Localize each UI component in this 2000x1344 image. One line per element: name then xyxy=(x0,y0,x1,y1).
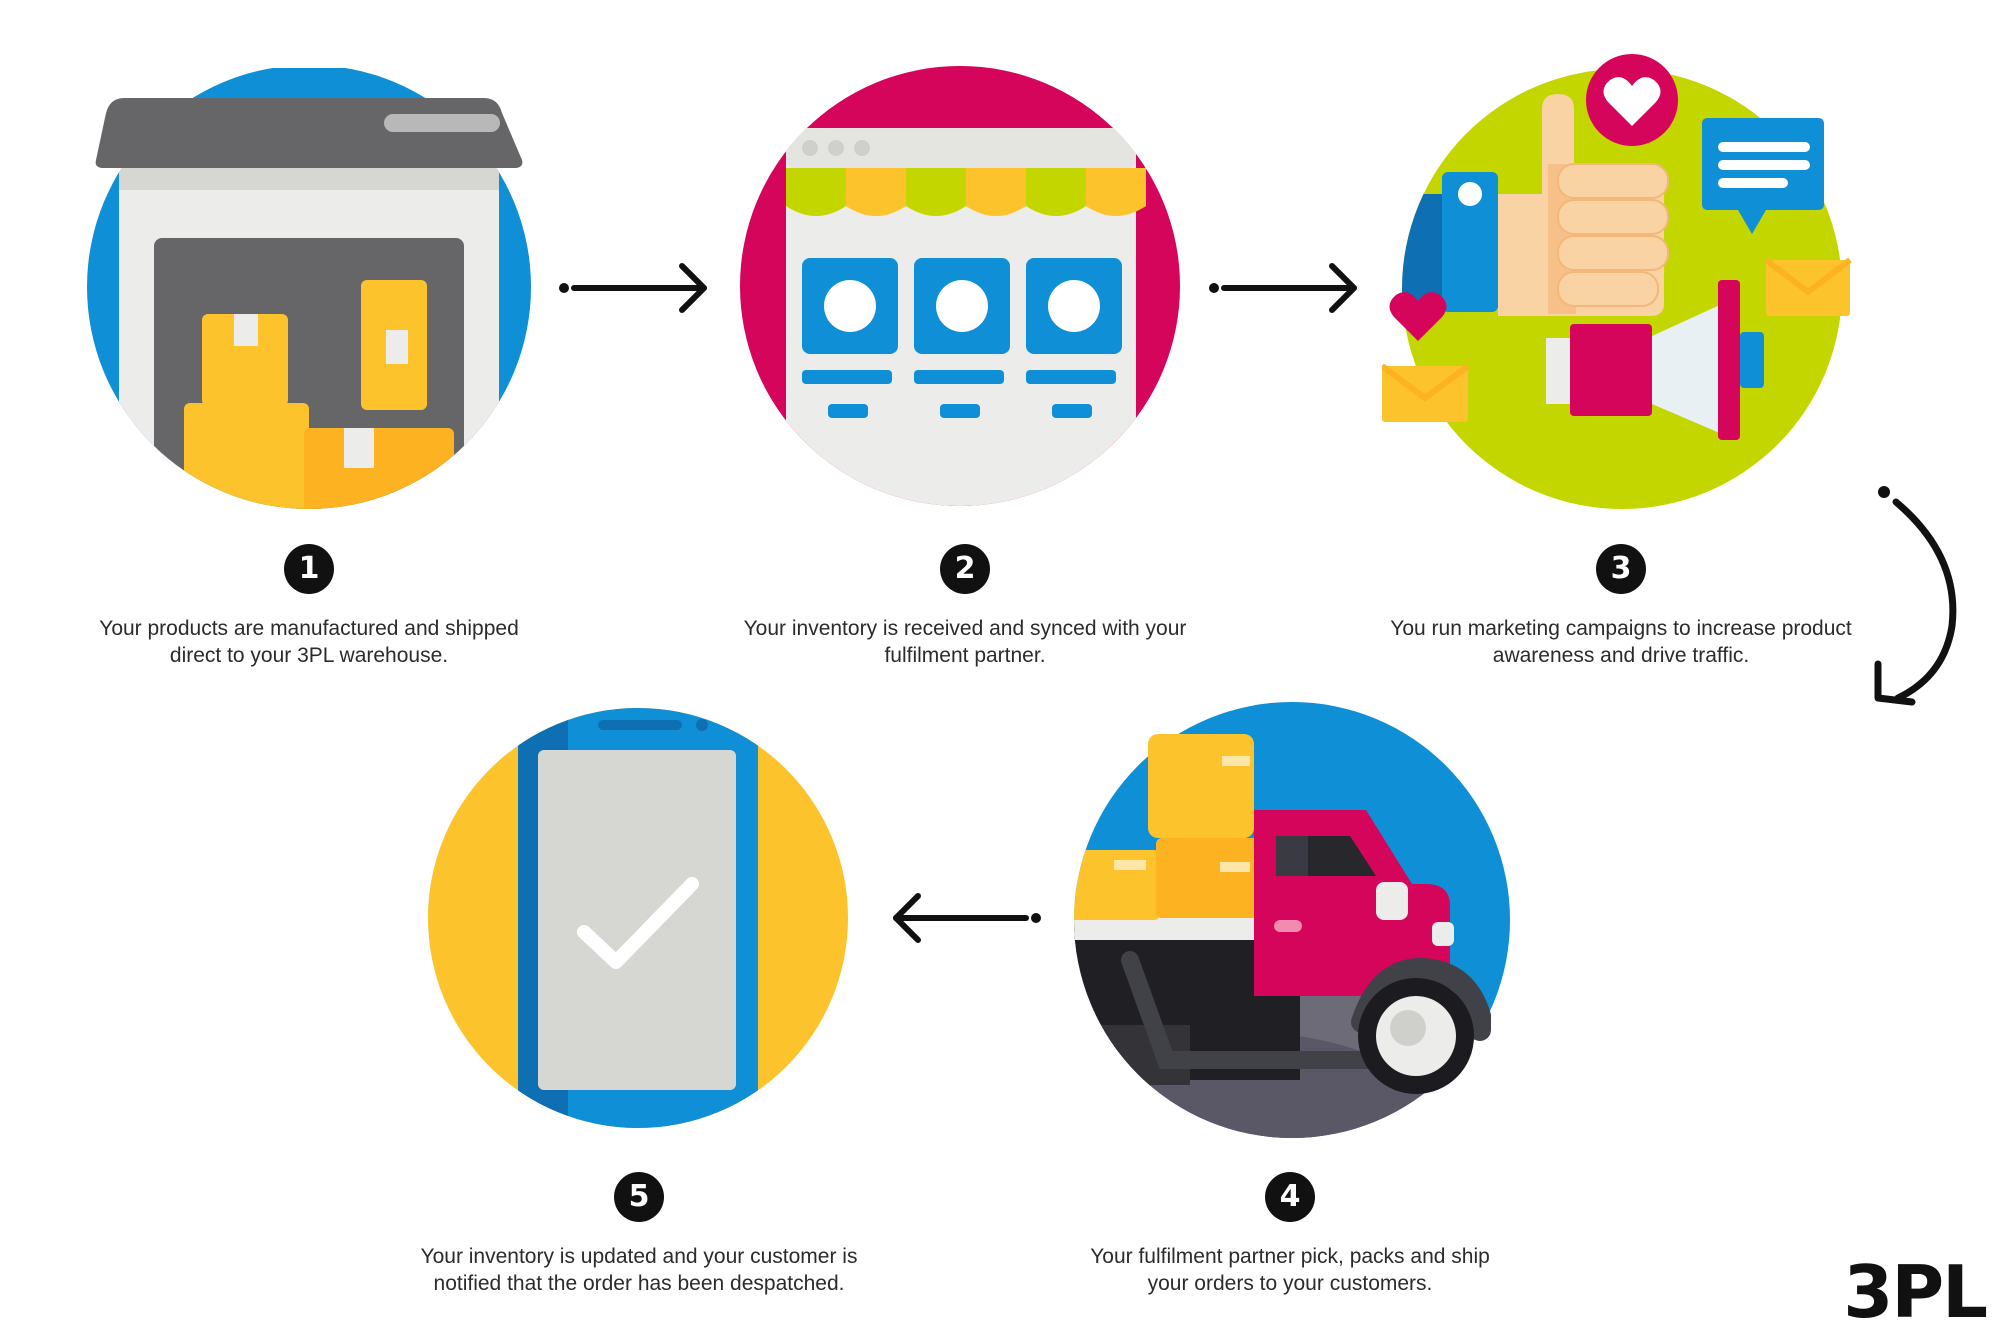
step-number-badge: 5 xyxy=(614,1172,664,1222)
marketing-icon xyxy=(1382,54,1852,509)
phone-check-icon xyxy=(428,708,848,1128)
curved-arrow-down-icon xyxy=(1874,486,1957,706)
step-number-badge: 1 xyxy=(284,544,334,594)
step-caption: Your products are manufactured and shipp… xyxy=(99,617,519,667)
step-caption: You run marketing campaigns to increase … xyxy=(1390,617,1852,667)
arrow-right-icon xyxy=(1209,263,1357,313)
warehouse-icon xyxy=(87,68,531,509)
step-number-badge: 2 xyxy=(940,544,990,594)
step-caption: Your inventory is received and synced wi… xyxy=(743,617,1187,667)
delivery-truck-icon xyxy=(1074,702,1510,1138)
arrow-left-icon xyxy=(893,893,1041,943)
step-caption: Your inventory is updated and your custo… xyxy=(420,1245,858,1295)
step-number-badge: 4 xyxy=(1265,1172,1315,1222)
arrow-right-icon xyxy=(559,263,707,313)
brand-logo: 3PL xyxy=(1843,1250,1988,1334)
online-store-icon xyxy=(740,66,1180,506)
step-caption: Your fulfilment partner pick, packs and … xyxy=(1090,1245,1490,1295)
step-number-badge: 3 xyxy=(1596,544,1646,594)
